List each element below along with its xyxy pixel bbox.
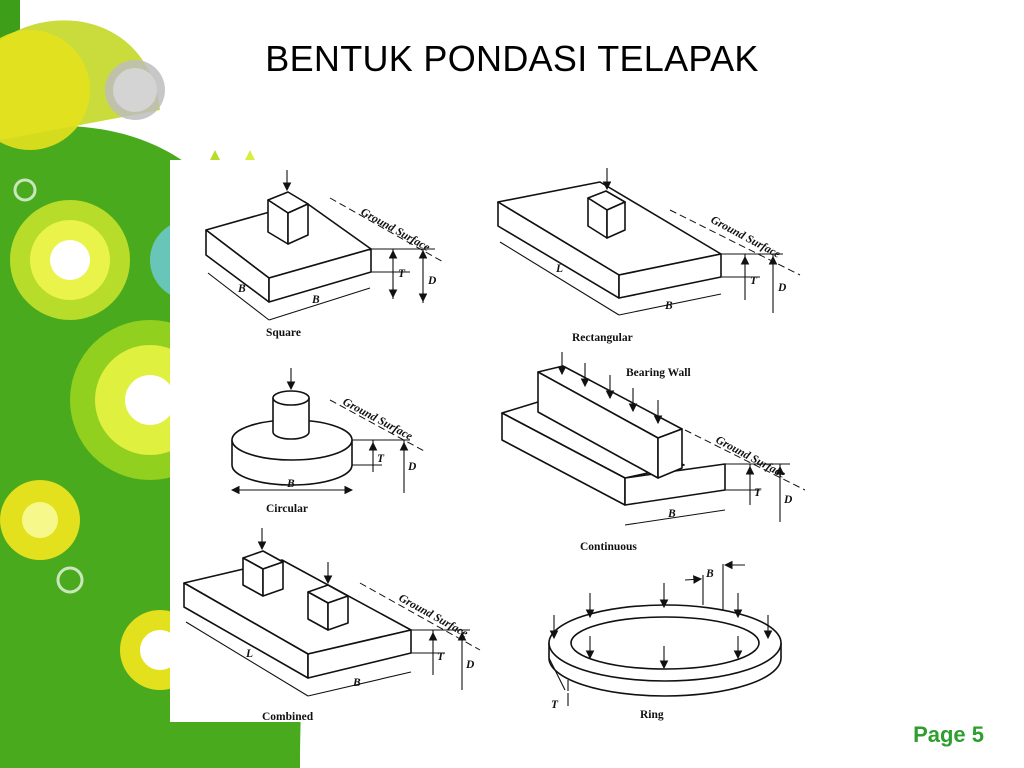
rect-T-label: T: [750, 275, 758, 287]
comb-T-label: T: [437, 651, 445, 663]
ring-B-label: B: [705, 568, 714, 580]
ring-T-label: T: [551, 699, 559, 711]
circ-D-label: D: [407, 461, 417, 473]
rectangular-footing: Ground Surface T D L B Rectangular: [497, 168, 801, 344]
cont-T-label: T: [754, 487, 762, 499]
ring-caption: Ring: [640, 709, 664, 721]
slide-title: BENTUK PONDASI TELAPAK: [265, 38, 759, 79]
circ-caption: Circular: [266, 503, 308, 515]
circ-T-label: T: [377, 453, 385, 465]
cont-B-label: B: [667, 508, 676, 520]
square-ground-label: Ground Surface: [359, 206, 432, 254]
rect-caption: Rectangular: [572, 332, 633, 344]
cont-caption: Continuous: [580, 541, 637, 553]
square-T-label: T: [398, 268, 406, 280]
rect-L-label: L: [555, 263, 563, 275]
rect-D-label: D: [777, 282, 787, 294]
cont-wall-label: Bearing Wall: [626, 367, 691, 379]
square-B-right-label: B: [311, 294, 320, 306]
circ-B-label: B: [286, 478, 295, 490]
continuous-footing: Bearing Wall Ground Surface T D B Contin…: [501, 352, 806, 553]
square-caption: Square: [266, 327, 301, 339]
ring-footing: B T Ring: [548, 560, 782, 721]
circular-footing: Ground Surface T D B Circular: [230, 368, 427, 515]
combined-footing: Ground Surface T D L B Combined: [183, 528, 481, 722]
rect-B-label: B: [664, 300, 673, 312]
comb-caption: Combined: [262, 711, 314, 722]
square-B-left-label: B: [237, 283, 246, 295]
comb-L-label: L: [245, 648, 253, 660]
page-number: Page 5: [913, 722, 984, 747]
square-D-label: D: [427, 275, 437, 287]
comb-D-label: D: [465, 659, 475, 671]
footing-types-figure: Ground Surface T D B B Square Ground Sur…: [170, 160, 830, 722]
square-footing: Ground Surface T D B B Square: [205, 170, 446, 339]
comb-B-label: B: [352, 677, 361, 689]
cont-D-label: D: [783, 494, 793, 506]
